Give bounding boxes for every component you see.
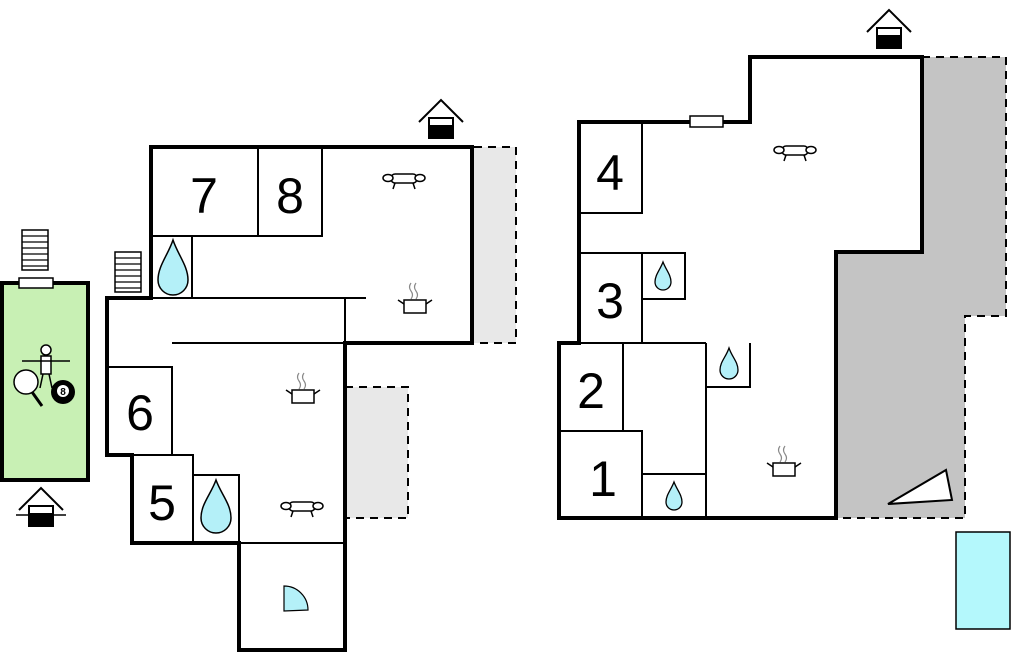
- room-label-4: 4: [596, 145, 624, 201]
- shower-drop-icon: [665, 480, 683, 511]
- fireplace-icon: [283, 585, 309, 612]
- room-2-1-walls: [559, 342, 707, 518]
- cooking-pot-icon: [285, 372, 321, 404]
- middle-corridor-walls: [107, 297, 366, 455]
- sofa-icon: [280, 501, 324, 518]
- cooking-pot-icon: [766, 445, 802, 477]
- sofa-icon: [773, 145, 817, 162]
- cooking-pot-icon: [397, 282, 433, 314]
- terrace-right: [836, 57, 1006, 518]
- room-label-6: 6: [126, 385, 154, 441]
- room-label-7: 7: [190, 168, 218, 224]
- right-house: 4 3 2 1: [557, 9, 1011, 630]
- entrance-icon: [418, 99, 464, 139]
- room-label-1: 1: [589, 451, 617, 507]
- room-3-walls: [579, 252, 686, 343]
- games-room-window: [18, 277, 54, 289]
- table-football-icon: [22, 344, 70, 389]
- shower-drop-icon: [157, 237, 189, 296]
- terrace-lower: [345, 387, 408, 518]
- entrance-icon: [866, 9, 912, 49]
- pool-icon: [955, 531, 1011, 630]
- billiard-ball-icon: 8: [51, 380, 75, 404]
- games-room: 8: [0, 229, 90, 527]
- terrace-lower-outline: [345, 386, 409, 519]
- stairs-icon: [21, 229, 49, 271]
- bath-right-walls: [705, 343, 751, 518]
- room-label-2: 2: [577, 363, 605, 419]
- deckchair-icon: [887, 468, 954, 505]
- sofa-icon: [382, 173, 426, 190]
- terrace-upper-outline: [474, 146, 517, 344]
- window-top: [689, 115, 724, 128]
- room-4-walls: [579, 122, 643, 214]
- bath-left-upper-walls: [150, 236, 193, 298]
- shower-drop-icon: [719, 345, 739, 380]
- right-house-outer-wall: [557, 55, 924, 520]
- room-label-5: 5: [148, 475, 176, 531]
- entrance-icon: [18, 487, 64, 527]
- table-tennis-icon: [13, 369, 44, 407]
- billiard-ball-number: 8: [60, 387, 66, 398]
- terrace-upper: [474, 147, 516, 343]
- room-label-3: 3: [596, 273, 624, 329]
- room-label-8: 8: [276, 168, 304, 224]
- shower-drop-icon: [654, 260, 672, 291]
- left-house: 7 8 6 5: [105, 99, 517, 652]
- room-7-8-walls: [151, 147, 323, 237]
- shower-drop-icon: [200, 477, 232, 534]
- stairs-icon: [114, 251, 142, 293]
- terrace-right-outline: [836, 56, 1007, 519]
- room-5-walls: [132, 454, 345, 544]
